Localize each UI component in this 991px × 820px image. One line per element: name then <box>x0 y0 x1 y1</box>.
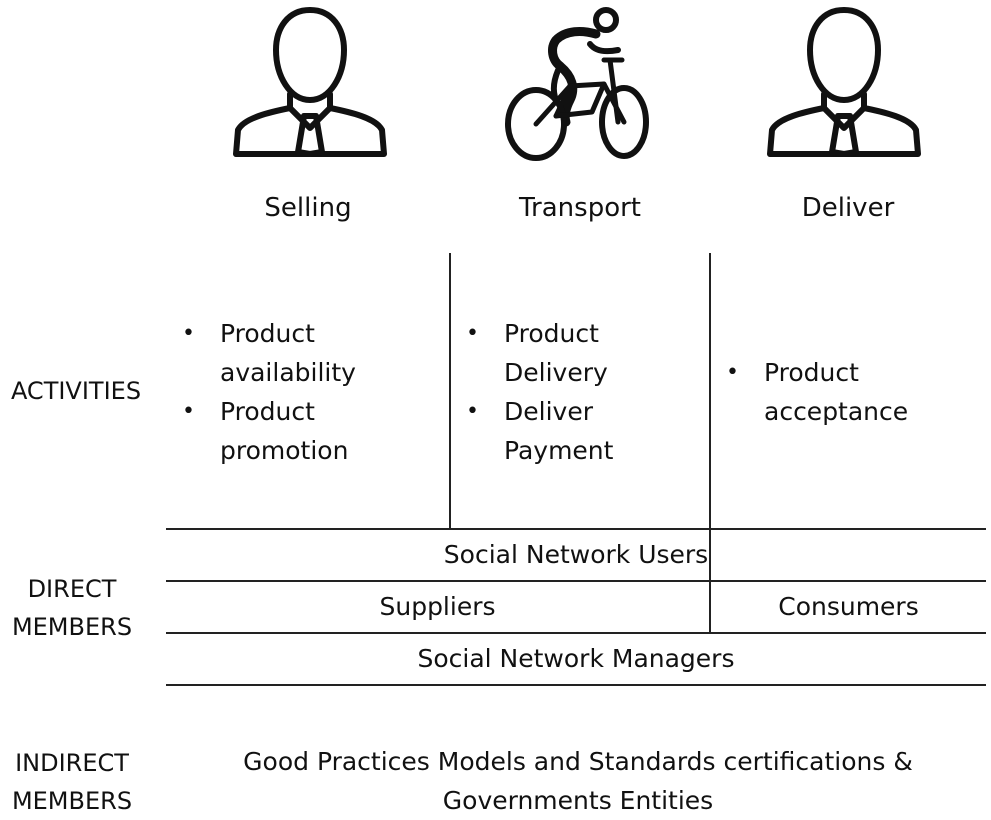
row-label-direct-members: DIRECT MEMBERS <box>11 575 133 641</box>
row-label-indirect-members: INDIRECT MEMBERS <box>11 749 133 815</box>
row-label-activities: ACTIVITIES <box>10 377 142 405</box>
line-below-suppliers-consumers <box>166 632 986 634</box>
list-item: Product Delivery <box>460 314 613 392</box>
divider-transport-deliver <box>709 253 711 633</box>
deliver-person-icon <box>764 4 924 160</box>
transport-cyclist-icon <box>500 4 655 162</box>
social-network-managers-cell: Social Network Managers <box>417 644 735 673</box>
selling-activities-list: Product availability Product promotion <box>176 314 356 470</box>
list-item: Product promotion <box>176 392 356 470</box>
divider-selling-transport <box>449 253 451 529</box>
list-item: Product availability <box>176 314 356 392</box>
list-item: Deliver Payment <box>460 392 613 470</box>
selling-person-icon <box>230 4 390 160</box>
deliver-activities-list: Product acceptance <box>720 353 908 431</box>
list-item: Product acceptance <box>720 353 908 431</box>
line-below-social-network-users <box>166 580 986 582</box>
suppliers-cell: Suppliers <box>379 592 496 621</box>
line-below-social-network-managers <box>166 684 986 686</box>
consumers-cell: Consumers <box>778 592 919 621</box>
column-title-selling: Selling <box>264 193 352 223</box>
indirect-members-description: Good Practices Models and Standards cert… <box>243 747 913 815</box>
column-title-transport: Transport <box>518 193 641 223</box>
transport-activities-list: Product Delivery Deliver Payment <box>460 314 613 470</box>
line-top-direct-members <box>166 528 986 530</box>
column-title-deliver: Deliver <box>801 193 895 223</box>
social-network-users-cell: Social Network Users <box>443 540 709 569</box>
